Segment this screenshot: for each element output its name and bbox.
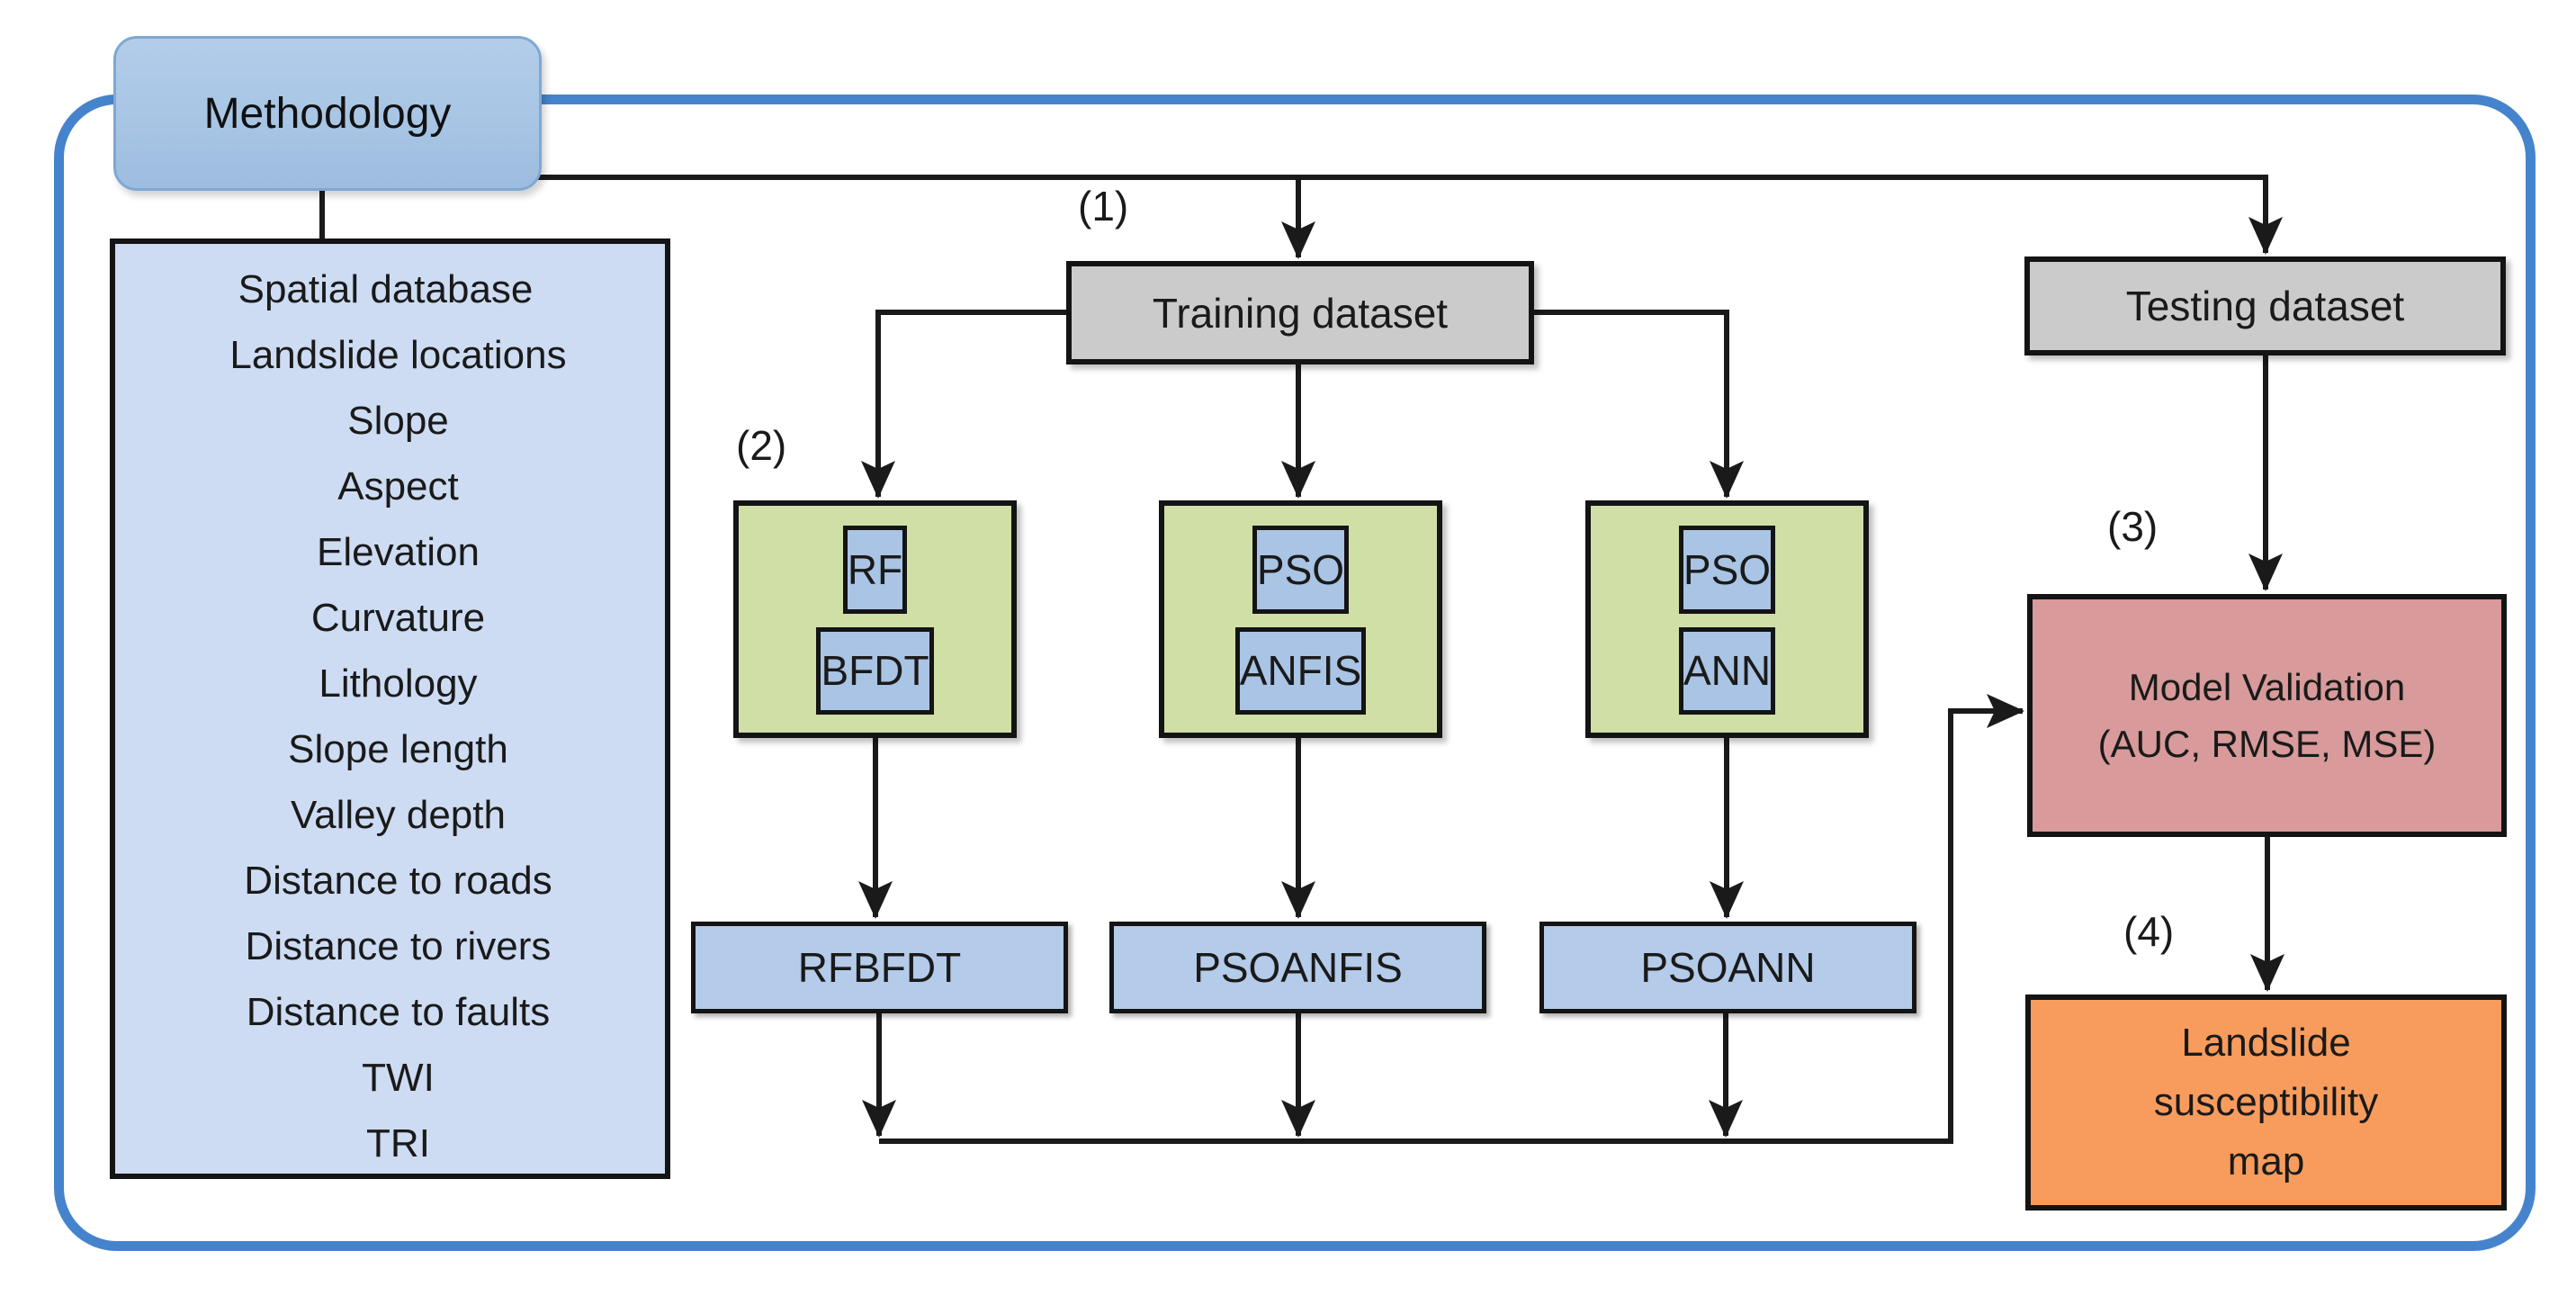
model-validation-line2: (AUC, RMSE, MSE)	[2097, 723, 2437, 765]
landslide-susceptibility-map-box: Landslide susceptibility map	[2025, 994, 2507, 1210]
spatial-database-item: Slope	[347, 399, 449, 443]
spatial-database-item: Lithology	[319, 662, 478, 706]
spatial-database-item: Landslide locations	[229, 333, 567, 377]
spatial-database-item: Distance to roads	[244, 859, 552, 903]
model-box-bfdt: BFDT	[816, 626, 934, 715]
connector-training-to-psoann-group	[1534, 310, 1744, 499]
step-label-1: (1)	[1078, 183, 1129, 230]
training-dataset-box: Training dataset	[1066, 261, 1534, 364]
spatial-database-item: Aspect	[337, 464, 459, 508]
spatial-database-item: Elevation	[316, 530, 480, 574]
spatial-database-title: Spatial database	[238, 267, 534, 311]
spatial-database-item: Slope length	[288, 727, 508, 771]
model-box-pso-1: PSO	[1252, 526, 1350, 614]
step-label-2: (2)	[736, 422, 787, 469]
connector-collector-to-validation	[879, 694, 2024, 1144]
spatial-database-item: Distance to rivers	[245, 924, 552, 968]
step-label-3: (3)	[2107, 503, 2159, 550]
spatial-database-item: Valley depth	[291, 793, 506, 837]
model-group-rf-bfdt: RF BFDT	[733, 500, 1017, 738]
model-box-pso-2: PSO	[1678, 526, 1776, 614]
testing-dataset-box: Testing dataset	[2024, 256, 2506, 356]
model-group-pso-ann: PSO ANN	[1585, 500, 1869, 738]
model-box-ann: ANN	[1678, 626, 1776, 715]
spatial-database-item: TWI	[362, 1056, 435, 1100]
connector-top-distribution	[319, 175, 2283, 255]
ensemble-box-rfbfdt: RFBFDT	[691, 922, 1068, 1013]
model-box-rf: RF	[842, 526, 908, 614]
step-label-4: (4)	[2123, 908, 2175, 955]
spatial-database-item: Distance to faults	[246, 990, 551, 1034]
outer-frame	[54, 94, 2536, 1251]
connector-training-to-rfbfdt-group	[861, 310, 1066, 499]
result-line2: susceptibility	[2153, 1080, 2379, 1124]
model-group-pso-anfis: PSO ANFIS	[1159, 500, 1442, 738]
result-line1: Landslide	[2181, 1021, 2351, 1065]
spatial-database-item: TRI	[366, 1121, 430, 1166]
ensemble-box-psoanfis: PSOANFIS	[1109, 922, 1486, 1013]
result-line3: map	[2227, 1139, 2305, 1184]
model-validation-box: Model Validation (AUC, RMSE, MSE)	[2027, 594, 2507, 837]
diagram-title: Methodology	[113, 36, 542, 191]
model-box-anfis: ANFIS	[1234, 626, 1367, 715]
ensemble-box-psoann: PSOANN	[1539, 922, 1916, 1013]
model-validation-line1: Model Validation	[2128, 666, 2406, 708]
spatial-database-item: Curvature	[310, 596, 486, 640]
